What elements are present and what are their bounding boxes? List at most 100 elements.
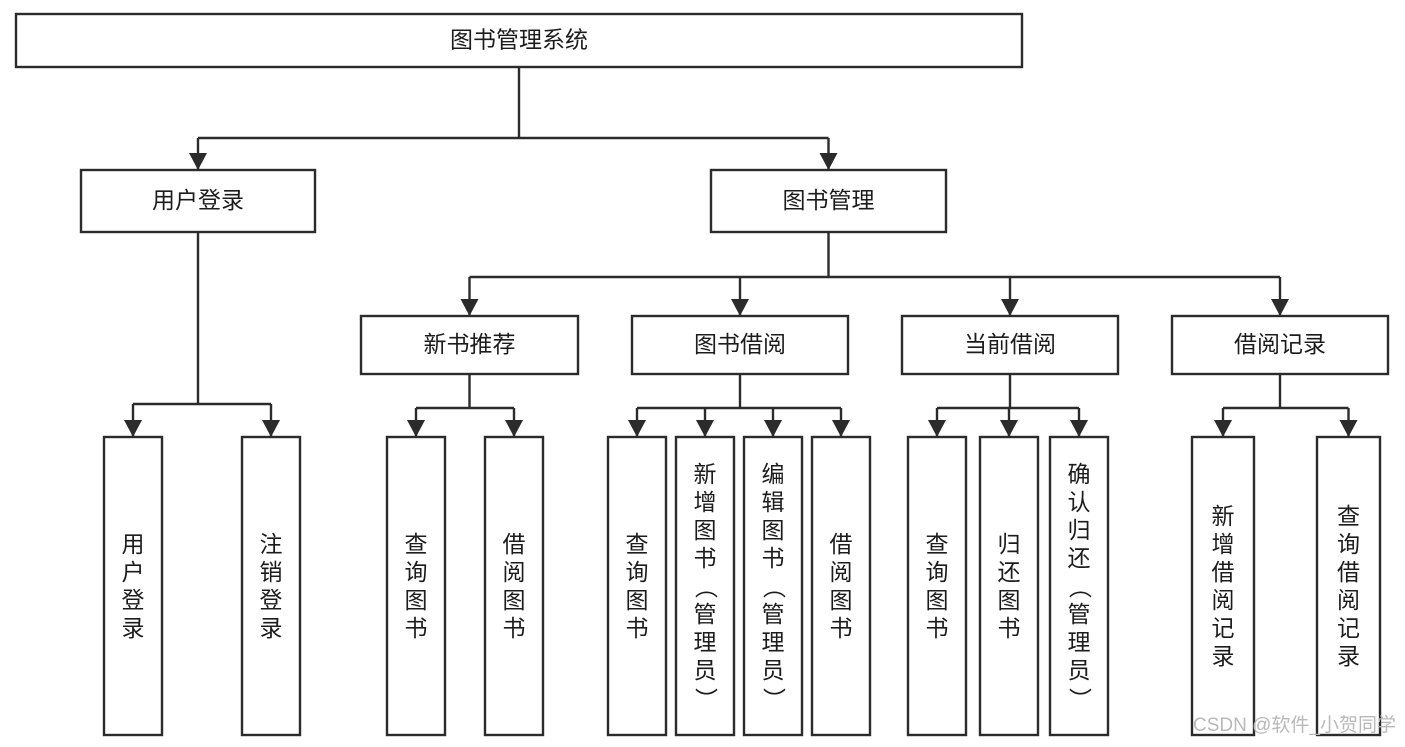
node-label-char: 录 xyxy=(1337,643,1360,669)
node-label-char: 员 xyxy=(694,657,717,683)
edge-group-n-borrow-record xyxy=(1214,374,1358,437)
node-label-char: 查 xyxy=(926,531,949,557)
node-label-char: 书 xyxy=(503,615,526,641)
node-label-char: 新 xyxy=(1212,503,1235,529)
node-label-char: 辑 xyxy=(762,489,785,515)
node-label-char: 员 xyxy=(1068,657,1091,683)
node-box-l-add-book xyxy=(674,435,736,737)
node-label-char: 图 xyxy=(762,517,785,543)
node-label-char: 增 xyxy=(694,489,717,515)
arrow-head-icon xyxy=(460,299,479,316)
node-box-l-query-book-2 xyxy=(606,435,668,737)
edge-group-n-book-borrow xyxy=(628,374,850,437)
arrow-head-icon xyxy=(189,153,207,170)
arrow-head-icon xyxy=(764,420,782,437)
node-box-l-confirm-return xyxy=(1048,435,1110,737)
node-label-char: 询 xyxy=(405,559,428,585)
node-label-char: 阅 xyxy=(1337,587,1360,613)
node-n-book-borrow[interactable]: 图书借阅 xyxy=(630,314,850,376)
arrow-head-icon xyxy=(1000,420,1018,437)
node-label-char: 查 xyxy=(626,531,649,557)
node-label-char: 图 xyxy=(926,587,949,613)
node-label-char: 用 xyxy=(122,531,145,557)
node-root[interactable]: 图书管理系统 xyxy=(14,12,1024,69)
node-label-n-book-manage: 图书管理 xyxy=(783,187,875,213)
arrow-head-icon xyxy=(696,420,714,437)
edge-group-n-book-manage xyxy=(460,232,1289,316)
node-label-char: 借 xyxy=(1337,559,1360,585)
node-label-char: 阅 xyxy=(1212,587,1235,613)
node-n-user-login[interactable]: 用户登录 xyxy=(79,168,317,234)
node-label-char: 归 xyxy=(1068,517,1091,543)
arrow-head-icon xyxy=(731,299,749,316)
node-box-l-edit-book xyxy=(742,435,804,737)
node-box-n-new-book xyxy=(359,314,580,376)
node-label-char: 认 xyxy=(1068,489,1091,515)
node-label-char: 录 xyxy=(1212,643,1235,669)
node-label-char: 图 xyxy=(998,587,1021,613)
node-label-char: 询 xyxy=(626,559,649,585)
node-label-char: 查 xyxy=(405,531,428,557)
node-label-root: 图书管理系统 xyxy=(450,27,588,53)
node-label-char: 询 xyxy=(926,559,949,585)
node-n-book-manage[interactable]: 图书管理 xyxy=(709,168,948,234)
arrow-head-icon xyxy=(832,420,850,437)
node-label-char: 还 xyxy=(1068,545,1091,571)
node-label-char: 图 xyxy=(830,587,853,613)
node-label-char: 书 xyxy=(830,615,853,641)
node-label-char: 还 xyxy=(998,559,1021,585)
node-l-user-login[interactable]: 用户登录 xyxy=(102,435,164,737)
arrow-head-icon xyxy=(1339,420,1358,437)
node-box-l-query-record xyxy=(1315,435,1382,737)
node-label-char: 登 xyxy=(260,587,283,613)
node-label-char: 录 xyxy=(260,615,283,641)
node-n-borrow-record[interactable]: 借阅记录 xyxy=(1170,314,1390,376)
node-label-char: 销 xyxy=(260,559,283,585)
node-label-char: 借 xyxy=(1212,559,1235,585)
node-n-new-book[interactable]: 新书推荐 xyxy=(359,314,580,376)
node-label-char: 户 xyxy=(122,559,145,585)
node-box-n-current-borrow xyxy=(900,314,1120,376)
node-label-char: 录 xyxy=(122,615,145,641)
node-label-char: 新 xyxy=(694,461,717,487)
node-label-char: 图 xyxy=(626,587,649,613)
node-label-char: 注 xyxy=(260,531,283,557)
node-label-char: 书 xyxy=(926,615,949,641)
nodes-layer: 图书管理系统用户登录图书管理新书推荐图书借阅当前借阅借阅记录用户登录注销登录查询… xyxy=(14,12,1390,737)
node-label-char: 查 xyxy=(1337,503,1360,529)
edge-group-root xyxy=(189,67,838,170)
node-label-char: 阅 xyxy=(503,559,526,585)
node-box-n-user-login xyxy=(79,168,317,234)
watermark-label: CSDN @软件_小贺同学 xyxy=(1193,714,1396,736)
node-label-char: 借 xyxy=(503,531,526,557)
node-box-l-query-book-1 xyxy=(385,435,447,737)
node-n-current-borrow[interactable]: 当前借阅 xyxy=(900,314,1120,376)
arrow-head-icon xyxy=(819,153,838,170)
edge-group-n-current-borrow xyxy=(928,374,1088,437)
node-box-n-book-borrow xyxy=(630,314,850,376)
node-label-n-current-borrow: 当前借阅 xyxy=(964,331,1056,357)
node-label-char: 员 xyxy=(762,657,785,683)
node-box-l-borrow-book-1 xyxy=(483,435,545,737)
node-label-char: 登 xyxy=(122,587,145,613)
node-label-char: 理 xyxy=(1068,629,1091,655)
edge-group-n-new-book xyxy=(407,374,523,437)
node-label-char: （ xyxy=(1067,576,1093,599)
arrow-head-icon xyxy=(124,420,142,437)
edges-layer xyxy=(124,67,1358,437)
node-label-char: ） xyxy=(1067,688,1093,711)
